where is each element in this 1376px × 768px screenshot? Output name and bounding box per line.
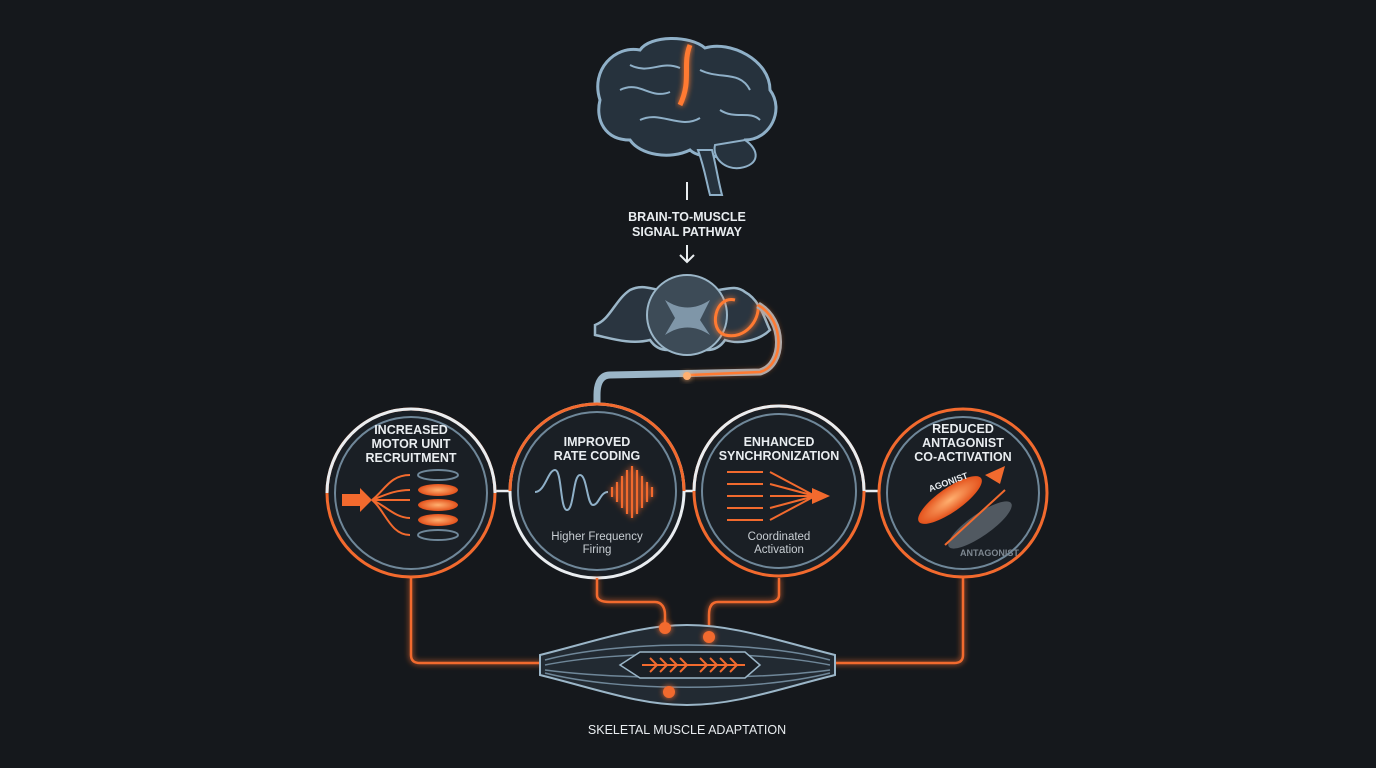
waveform-icon (534, 466, 654, 518)
node-title-line: IMPROVED (564, 435, 631, 449)
node-title-line: REDUCED (932, 422, 994, 436)
node-title-line: SYNCHRONIZATION (719, 449, 840, 463)
node-antagonist-coactivation: REDUCED ANTAGONIST CO-ACTIVATION AGONIST… (877, 407, 1049, 579)
node-title-line: RATE CODING (554, 449, 641, 463)
node-synchronization: ENHANCED SYNCHRONIZATION Coordinated Act… (692, 404, 866, 578)
node-title-line: INCREASED (374, 423, 448, 437)
node-caption-line: Activation (754, 544, 804, 556)
down-arrow-icon (679, 245, 695, 264)
node-motor-unit-recruitment: INCREASED MOTOR UNIT RECRUITMENT (325, 407, 497, 579)
spinal-cord-icon (593, 274, 772, 356)
footer-title: SKELETAL MUSCLE ADAPTATION (588, 723, 786, 737)
node-rate-coding: IMPROVED RATE CODING Higher Frequency Fi… (508, 402, 686, 580)
node-caption-line: Firing (583, 544, 612, 556)
pathway-label-line2: SIGNAL PATHWAY (632, 225, 743, 239)
signal-lines (409, 577, 965, 665)
skeletal-muscle-icon (539, 622, 836, 707)
converging-arrows-icon (727, 471, 830, 521)
node-title-line: RECRUITMENT (366, 451, 457, 465)
node-caption-line: Higher Frequency (551, 531, 643, 543)
node-title-line: CO-ACTIVATION (914, 450, 1011, 464)
node-title-line: MOTOR UNIT (372, 437, 451, 451)
antagonist-label: ANTAGONIST (960, 548, 1019, 558)
fan-out-arrows-muscle-fibers-icon (342, 469, 459, 541)
node-title-line: ENHANCED (744, 435, 815, 449)
brain-icon (596, 37, 778, 196)
node-caption-line: Coordinated (748, 531, 811, 543)
pathway-label-line1: BRAIN-TO-MUSCLE (628, 210, 746, 224)
node-title-line: ANTAGONIST (922, 436, 1004, 450)
